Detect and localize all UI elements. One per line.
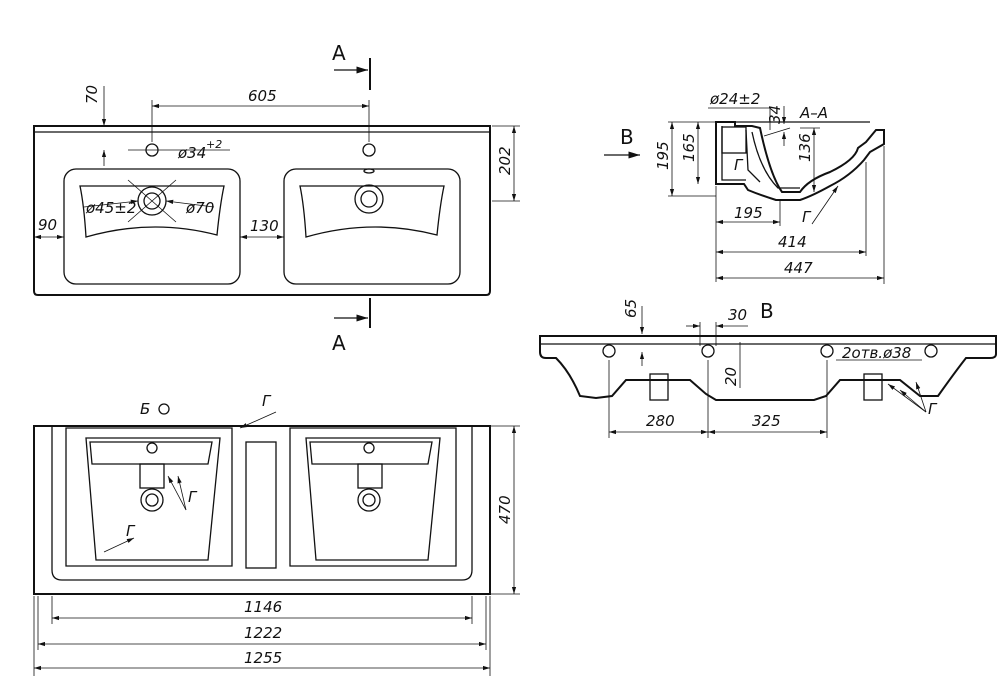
section-label-top: A	[332, 41, 346, 65]
dim-70: 70	[83, 85, 101, 104]
view-b-left-outlet	[649, 373, 669, 401]
view-b: B 65 30 20 2отв.ø38 Г 280	[539, 299, 997, 438]
right-bowl-inner	[299, 185, 445, 238]
top-view-outline	[33, 125, 491, 296]
section-profile-outer	[715, 121, 885, 201]
label-g-mid: Г	[188, 488, 198, 506]
right-bowl-body	[289, 427, 457, 567]
dim-holes: 2отв.ø38	[842, 344, 911, 362]
label-g-1: Г	[734, 156, 744, 174]
dim-447: 447	[784, 259, 813, 277]
dim-phi34-tolerance: +2	[206, 138, 222, 151]
left-bowl-inner	[79, 185, 225, 238]
section-title: A–A	[799, 104, 828, 122]
right-drain-outer	[354, 184, 384, 214]
bottom-left-tap	[146, 442, 158, 454]
dim-280: 280	[646, 412, 675, 430]
view-b-hole-2	[701, 344, 715, 358]
dim-1222: 1222	[244, 624, 282, 642]
top-view: A A 605 70 202 90 130 ø34 +2 ø45±2	[33, 41, 520, 355]
dim-20: 20	[722, 367, 740, 386]
view-b-right-outlet	[863, 373, 883, 401]
bottom-view: Б Г Г Г 470 1146 1222 1255	[33, 392, 520, 676]
view-b-hole-4	[924, 344, 938, 358]
right-bowl-shelf	[309, 441, 433, 465]
bottom-left-drain-inner	[145, 493, 159, 507]
dim-phi34: ø34	[177, 144, 206, 162]
label-b-view: Б	[140, 400, 150, 418]
dim-195-vertical: 195	[654, 141, 672, 170]
dim-136: 136	[796, 133, 814, 162]
left-bowl-taper	[85, 437, 221, 561]
dim-34: 34	[766, 105, 784, 124]
dim-phi45: ø45±2	[85, 199, 136, 217]
left-outlet-block	[139, 463, 165, 489]
dim-195-horizontal: 195	[734, 204, 763, 222]
dim-605: 605	[248, 87, 277, 105]
label-g-view-b: Г	[928, 400, 938, 418]
view-b-profile	[539, 335, 997, 401]
label-g-left: Г	[126, 522, 136, 540]
right-overflow-slot	[363, 168, 375, 174]
view-b-direction-icon	[158, 403, 170, 415]
right-tap-hole	[362, 143, 376, 157]
dim-130: 130	[250, 217, 279, 235]
right-outlet-block	[357, 463, 383, 489]
bottom-view-outline	[33, 425, 491, 595]
bottom-center-divider	[245, 441, 277, 569]
right-drain-inner	[360, 190, 378, 208]
section-tap-block	[721, 126, 747, 154]
dim-phi70: ø70	[185, 199, 214, 217]
dim-30: 30	[728, 306, 747, 324]
view-b-title: B	[760, 299, 774, 323]
dim-202: 202	[496, 146, 514, 175]
left-bowl-body	[65, 427, 233, 567]
left-bowl-shelf	[89, 441, 213, 465]
right-bowl-taper	[305, 437, 441, 561]
view-b-hole-3	[820, 344, 834, 358]
section-label-bottom: A	[332, 331, 346, 355]
dim-414: 414	[778, 233, 807, 251]
left-drain-inner	[143, 192, 161, 210]
view-arrow-label: B	[620, 125, 634, 149]
dim-65: 65	[622, 299, 640, 318]
dim-1146: 1146	[244, 598, 282, 616]
left-bowl-outline	[63, 168, 241, 285]
dim-165: 165	[680, 133, 698, 162]
bottom-right-drain-inner	[362, 493, 376, 507]
label-g-2: Г	[802, 208, 812, 226]
label-g-top: Г	[262, 392, 272, 410]
view-b-hole-1	[602, 344, 616, 358]
dim-470: 470	[496, 495, 514, 524]
dim-90: 90	[38, 216, 57, 234]
bottom-left-drain-outer	[140, 488, 164, 512]
dim-325: 325	[752, 412, 781, 430]
dim-1255: 1255	[244, 649, 282, 667]
dim-phi24: ø24±2	[709, 90, 760, 108]
bottom-view-inner-frame	[51, 426, 473, 581]
section-view-a-a: B A–A ø24±2 34 195 165 136 Г Г 1	[604, 90, 885, 284]
bottom-right-drain-outer	[357, 488, 381, 512]
bottom-right-tap	[363, 442, 375, 454]
